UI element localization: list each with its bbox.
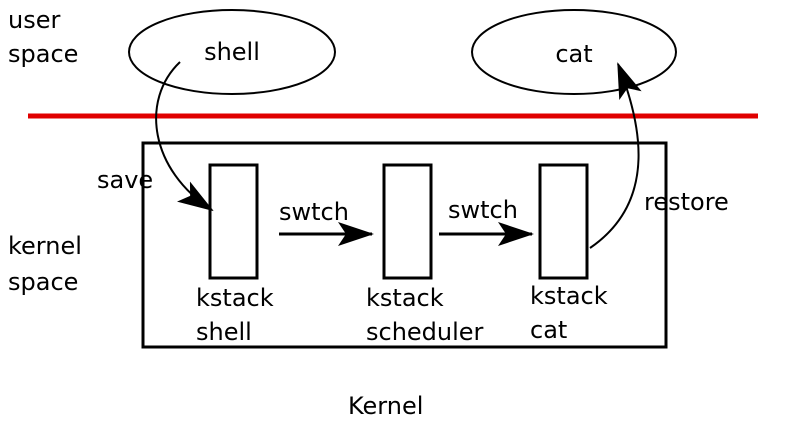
user-space-label: space — [8, 40, 78, 68]
cat-process-label: cat — [555, 40, 592, 68]
kstack-shell-label-2: shell — [196, 318, 252, 346]
kernel-space-label: space — [8, 268, 78, 296]
save-label: save — [97, 166, 153, 194]
save-arrow — [155, 61, 214, 212]
swtch-label-2: swtch — [448, 196, 518, 224]
kstack-cat-label-1: kstack — [530, 282, 608, 310]
shell-process-label: shell — [204, 38, 260, 66]
kstack-cat-label-2: cat — [530, 316, 567, 344]
swtch-label-1: swtch — [279, 198, 349, 226]
restore-label: restore — [644, 188, 729, 216]
kstack-scheduler-label-1: kstack — [366, 284, 444, 312]
kstack-shell-label-1: kstack — [196, 284, 274, 312]
kernel-caption: Kernel — [348, 392, 423, 420]
kstack-shell — [208, 163, 259, 280]
user-label: user — [8, 6, 60, 34]
kernel-box — [141, 141, 668, 349]
kstack-scheduler — [382, 163, 433, 280]
restore-arrow — [589, 62, 642, 249]
kernel-label: kernel — [8, 232, 82, 260]
shell-process-ellipse — [128, 9, 336, 95]
cat-process-ellipse — [471, 9, 677, 95]
kstack-cat — [538, 163, 589, 280]
kstack-scheduler-label-2: scheduler — [366, 318, 484, 346]
